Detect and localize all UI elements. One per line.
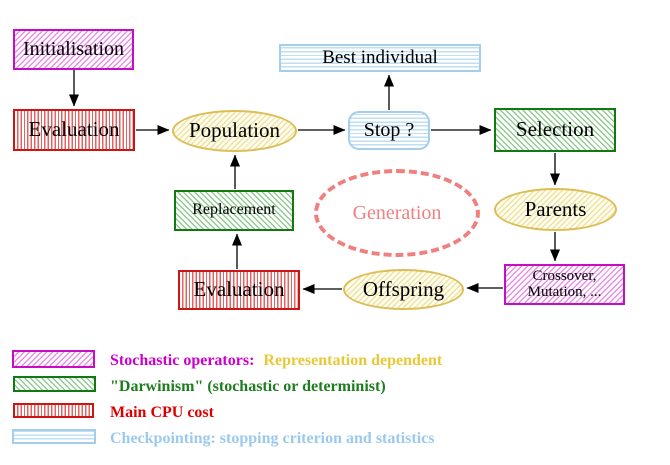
node-stop-label: Stop ?: [363, 119, 415, 142]
node-crossover-mutation-label-line1: Crossover,: [532, 268, 597, 285]
node-offspring: Offspring: [343, 269, 464, 310]
legend-swatch-main-cpu-cost: [13, 403, 94, 418]
node-evaluation-top: Evaluation: [13, 109, 135, 151]
node-selection-label: Selection: [515, 117, 595, 142]
node-replacement-label: Replacement: [192, 201, 276, 219]
node-offspring-label: Offspring: [362, 276, 445, 301]
node-generation-label: Generation: [352, 201, 442, 224]
node-parents: Parents: [494, 188, 617, 231]
node-best-individual-label: Best individual: [322, 47, 438, 69]
node-best-individual: Best individual: [279, 44, 481, 72]
legend-row-main-cpu-cost: Main CPU cost: [110, 404, 214, 421]
legend-text-checkpointing: Checkpointing: stopping criterion and st…: [110, 430, 435, 447]
node-population: Population: [172, 110, 297, 152]
legend-row-darwinism: "Darwinism" (stochastic or determinist): [110, 378, 386, 395]
node-replacement: Replacement: [174, 190, 294, 231]
node-initialisation-label: Initialisation: [22, 38, 125, 61]
legend-swatch-darwinism: [13, 376, 96, 392]
legend-swatch-checkpointing: [12, 429, 96, 444]
node-crossover-mutation-label-line2: Mutation, ...: [527, 283, 602, 300]
legend-text-darwinism: "Darwinism" (stochastic or determinist): [110, 378, 386, 395]
node-stop: Stop ?: [348, 111, 430, 150]
legend-swatch-stochastic-operators: [12, 350, 95, 368]
node-population-label: Population: [188, 118, 280, 143]
legend-text-stochastic-operators: Stochastic operators:: [110, 352, 255, 369]
legend-text-representation-dependent: Representation dependent: [263, 352, 443, 369]
node-evaluation-top-label: Evaluation: [28, 117, 120, 142]
legend-row-checkpointing: Checkpointing: stopping criterion and st…: [110, 430, 434, 447]
legend-row-stochastic-operators: Stochastic operators: Representation depe…: [110, 352, 442, 369]
node-parents-label: Parents: [524, 196, 587, 221]
legend-text-main-cpu-cost: Main CPU cost: [110, 404, 214, 421]
node-evaluation-bottom: Evaluation: [178, 270, 300, 310]
node-selection: Selection: [494, 108, 616, 152]
node-initialisation: Initialisation: [13, 29, 134, 70]
node-generation: Generation: [314, 169, 480, 257]
node-crossover-mutation: Crossover, Mutation, ...: [504, 264, 625, 305]
node-evaluation-bottom-label: Evaluation: [193, 277, 285, 302]
